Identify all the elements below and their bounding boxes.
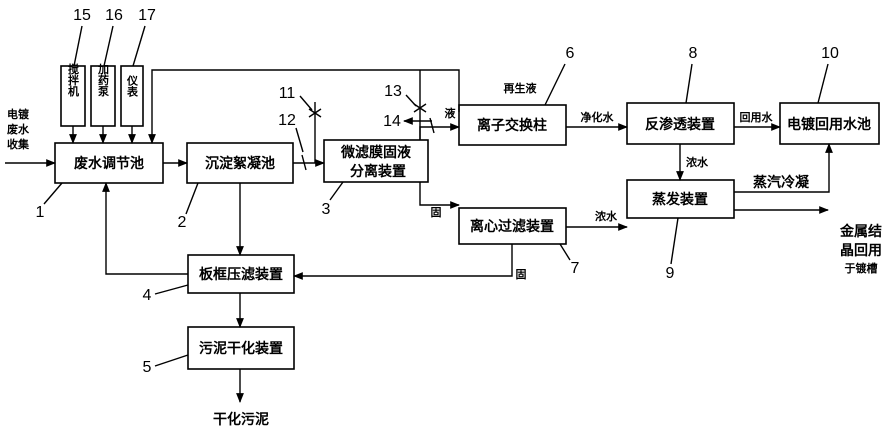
dryer-label: 污泥干化装置 bbox=[199, 340, 283, 357]
leader-6 bbox=[544, 63, 566, 106]
leader-7 bbox=[559, 243, 571, 261]
leader-12 bbox=[295, 127, 304, 153]
metal-label-2: 晶回用 bbox=[840, 243, 882, 259]
evaporator-box bbox=[626, 179, 735, 219]
ref-3: 3 bbox=[322, 201, 331, 218]
membrane-label-line1: 微滤膜固液 bbox=[340, 144, 412, 161]
leader-11 bbox=[299, 95, 313, 111]
ref-2: 2 bbox=[178, 214, 187, 231]
leader-3 bbox=[329, 181, 344, 201]
ref-16: 16 bbox=[105, 7, 123, 24]
membrane-box bbox=[323, 139, 429, 183]
recycled-water-label: 回用水 bbox=[740, 110, 774, 124]
inflow-label-3: 收集 bbox=[7, 137, 30, 151]
valve-11-icon bbox=[308, 108, 322, 118]
leader-15 bbox=[73, 25, 83, 67]
leader-8 bbox=[685, 63, 693, 104]
meter-label: 仪表 bbox=[126, 75, 140, 98]
ref-9: 9 bbox=[666, 265, 675, 282]
ion-exchange-label: 离子交换柱 bbox=[477, 117, 547, 134]
leader-4 bbox=[154, 284, 189, 295]
concentrate-label: 浓水 bbox=[686, 155, 709, 169]
ref-10: 10 bbox=[821, 45, 839, 62]
metal-label-1: 金属结 bbox=[839, 223, 882, 240]
dosing-box bbox=[90, 65, 116, 127]
membrane-label-line2: 分离装置 bbox=[350, 163, 406, 180]
ref-4: 4 bbox=[143, 287, 152, 304]
evaporator-to-pool bbox=[734, 143, 833, 193]
ref-14: 14 bbox=[383, 113, 401, 130]
dried-sludge-label: 干化污泥 bbox=[213, 411, 269, 428]
ref-12: 12 bbox=[278, 112, 296, 129]
leader-2 bbox=[185, 182, 199, 215]
dosing-label: 加药泵 bbox=[97, 62, 111, 97]
metal-label-3: 于镀槽 bbox=[845, 261, 878, 275]
sediment-label: 沉淀絮凝池 bbox=[205, 155, 275, 172]
mixer-box bbox=[60, 65, 86, 127]
filterpress-label: 板框压滤装置 bbox=[199, 266, 283, 283]
valve-12-icon bbox=[301, 154, 307, 171]
regen-label: 再生液 bbox=[504, 81, 538, 95]
membrane-to-centrifuge bbox=[419, 182, 460, 209]
solid-membrane-label: 固 bbox=[431, 206, 442, 219]
concentrate-evap-label: 浓水 bbox=[595, 209, 618, 223]
leader-9 bbox=[670, 217, 679, 265]
leader-10 bbox=[817, 63, 829, 104]
valve-14-icon bbox=[429, 117, 435, 134]
ref-8: 8 bbox=[689, 45, 698, 62]
ref-7: 7 bbox=[571, 260, 580, 277]
ref-5: 5 bbox=[143, 359, 152, 376]
leader-5 bbox=[154, 354, 189, 367]
solid-centrifuge-label: 固 bbox=[516, 268, 527, 281]
leader-1 bbox=[43, 182, 63, 205]
mixer-label: 搅拌机 bbox=[67, 62, 80, 97]
leader-16 bbox=[103, 25, 114, 67]
leader-17 bbox=[132, 25, 146, 67]
ref-11: 11 bbox=[279, 85, 296, 102]
ref-17: 17 bbox=[138, 7, 156, 24]
steam-label: 蒸汽冷凝 bbox=[753, 174, 810, 191]
centrifuge-label: 离心过滤装置 bbox=[470, 218, 554, 235]
leader-13 bbox=[405, 94, 417, 107]
ref-6: 6 bbox=[566, 45, 575, 62]
ro-label: 反渗透装置 bbox=[645, 116, 715, 133]
membrane-to-ion bbox=[419, 123, 460, 140]
ref-13: 13 bbox=[384, 83, 402, 100]
centrifuge-to-filterpress bbox=[293, 244, 513, 280]
ion-exchange-box bbox=[458, 104, 567, 146]
purified-water-label: 净化水 bbox=[581, 110, 615, 124]
dryer-box bbox=[187, 326, 295, 370]
inflow-label-2: 废水 bbox=[7, 122, 30, 136]
pool-label: 电镀回用水池 bbox=[787, 116, 871, 133]
filterpress-to-tank bbox=[102, 182, 188, 275]
inflow-label-1: 电镀 bbox=[7, 107, 30, 121]
liquid-label: 液 bbox=[445, 106, 457, 120]
ref-1: 1 bbox=[36, 204, 45, 221]
tank-label: 废水调节池 bbox=[74, 155, 144, 172]
regen-return-line bbox=[148, 69, 460, 144]
ref-15: 15 bbox=[73, 7, 91, 24]
evaporator-label: 蒸发装置 bbox=[652, 191, 708, 208]
sediment-box bbox=[186, 142, 294, 184]
